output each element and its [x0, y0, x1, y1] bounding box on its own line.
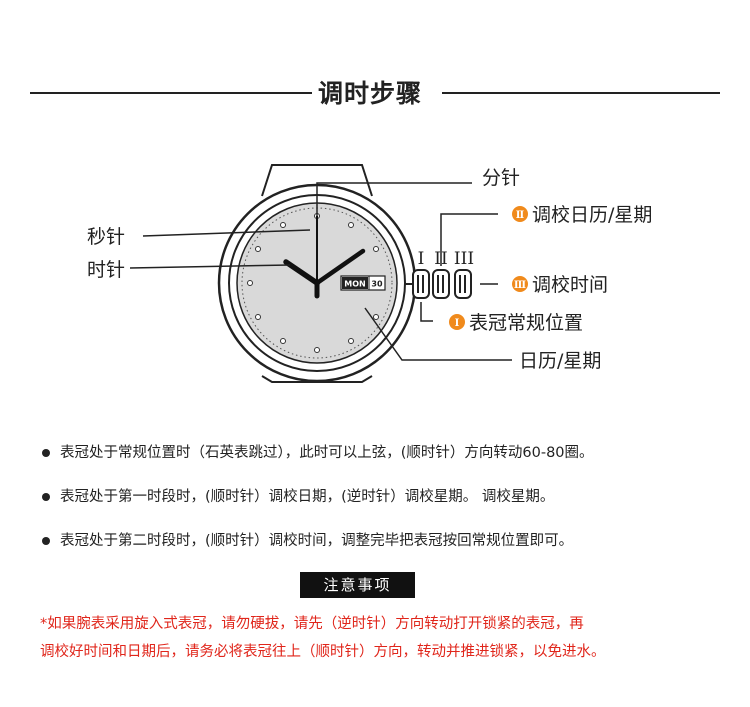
- title-bar: 调时步骤: [0, 70, 750, 120]
- badge-position-1: Ⅰ 表冠常规位置: [449, 312, 583, 334]
- crown-pos-3-roman: III: [454, 249, 474, 269]
- badge-position-2: Ⅱ 调校日历/星期: [512, 204, 652, 226]
- crown-pos-1-label: 表冠常规位置: [469, 312, 583, 334]
- page-title: 调时步骤: [318, 79, 423, 108]
- crown-pos-3-label: 调校时间: [532, 274, 608, 296]
- svg-text:Ⅱ: Ⅱ: [516, 210, 524, 221]
- steps-list: 表冠处于常规位置时（石英表跳过），此时可以上弦，(顺时针）方向转动60-80圈。…: [42, 440, 742, 572]
- watch-hands: [283, 216, 366, 299]
- crown-pos-2-label: 调校日历/星期: [532, 204, 652, 226]
- second-hand-label: 秒针: [87, 226, 125, 248]
- warning-line: *如果腕表采用旋入式表冠，请勿硬拔，请先（逆时针）方向转动打开锁紧的表冠，再: [40, 616, 584, 632]
- title-rule-left: [30, 92, 312, 94]
- list-item: 表冠处于第二时段时，(顺时针）调校时间，调整完毕把表冠按回常规位置即可。: [42, 528, 742, 572]
- svg-text:Ⅲ: Ⅲ: [514, 280, 526, 291]
- notice-heading: 注意事项: [300, 572, 415, 598]
- warning-line: 调校好时间和日期后，请务必将表冠往上（顺时针）方向，转动并推进锁紧，以免进水。: [40, 644, 606, 660]
- hour-hand-label: 时针: [87, 259, 125, 281]
- crown-assembly: [405, 269, 472, 299]
- date-week-label: 日历/星期: [519, 350, 601, 372]
- date-window: MON 30: [340, 275, 386, 291]
- warning-text: *如果腕表采用旋入式表冠，请勿硬拔，请先（逆时针）方向转动打开锁紧的表冠，再 调…: [40, 610, 730, 666]
- day-text: MON: [344, 280, 365, 289]
- hour-markers: [247, 213, 379, 353]
- crown-pos-1-roman: I: [418, 249, 425, 269]
- step-text: 表冠处于第一时段时，(顺时针）调校日期，(逆时针）调校星期。 调校星期。: [60, 489, 555, 505]
- badge-position-3: Ⅲ 调校时间: [512, 274, 608, 296]
- list-item: 表冠处于常规位置时（石英表跳过），此时可以上弦，(顺时针）方向转动60-80圈。: [42, 440, 742, 484]
- step-text: 表冠处于常规位置时（石英表跳过），此时可以上弦，(顺时针）方向转动60-80圈。: [60, 445, 594, 461]
- list-item: 表冠处于第一时段时，(顺时针）调校日期，(逆时针）调校星期。 调校星期。: [42, 484, 742, 528]
- title-rule-right: [442, 92, 720, 94]
- date-text: 30: [371, 280, 383, 289]
- svg-text:Ⅰ: Ⅰ: [455, 318, 460, 329]
- notice-title: 注意事项: [323, 576, 392, 594]
- leader-lines: [129, 182, 512, 361]
- bullet-icon: [42, 493, 50, 501]
- watch-strap-top: [261, 164, 373, 197]
- crown-roman-labels: I II III: [418, 249, 474, 269]
- bullet-icon: [42, 449, 50, 457]
- minute-hand-label: 分针: [482, 167, 520, 189]
- bullet-icon: [42, 537, 50, 545]
- watch-diagram: MON 30 I II III 分针 秒针 时针 日历/星期 Ⅱ 调校日历: [87, 164, 652, 383]
- step-text: 表冠处于第二时段时，(顺时针）调校时间，调整完毕把表冠按回常规位置即可。: [60, 533, 574, 549]
